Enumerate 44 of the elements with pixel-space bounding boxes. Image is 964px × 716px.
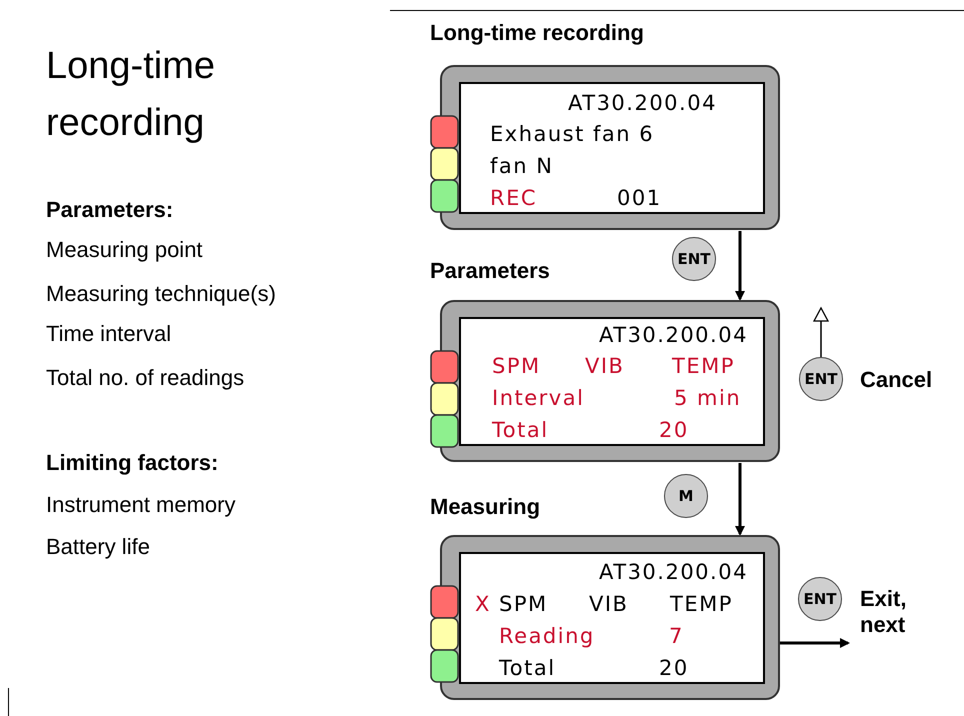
section-heading: Parameters: <box>46 197 174 223</box>
arrow <box>780 638 850 648</box>
display-text: TEMP <box>672 353 735 379</box>
list-item: Measuring technique(s) <box>46 281 276 307</box>
page-title: Long-time recording <box>46 44 216 146</box>
list-item: Battery life <box>46 534 150 560</box>
display-text: Interval <box>492 385 584 411</box>
display-text: Exhaust fan 6 <box>490 121 654 147</box>
screen-heading: Measuring <box>430 494 540 520</box>
list-item: Instrument memory <box>46 492 236 518</box>
display-text: 001 <box>617 185 662 211</box>
display-text: AT30.200.04 <box>599 559 748 585</box>
list-item: Total no. of readings <box>46 365 244 391</box>
arrow <box>735 231 745 301</box>
list-item: Measuring point <box>46 237 203 263</box>
measure-button: M <box>664 474 708 518</box>
screen-heading: Parameters <box>430 258 550 284</box>
display-text: Total <box>492 417 549 443</box>
display-text: VIB <box>585 353 624 379</box>
screen-heading: Long-time recording <box>430 20 644 46</box>
arrow <box>813 307 829 357</box>
display-text: SPM <box>492 353 541 379</box>
display-text: VIB <box>589 591 628 617</box>
display-text: 7 <box>669 623 684 649</box>
display-text: AT30.200.04 <box>599 322 748 348</box>
display-text: 5 min <box>674 385 742 411</box>
confirm-button: ENT <box>799 357 843 401</box>
display-text: 20 <box>659 417 689 443</box>
display-text: 20 <box>659 655 689 681</box>
list-item: Time interval <box>46 321 172 347</box>
confirm-button: ENT <box>798 577 842 621</box>
display-text: TEMP <box>670 591 733 617</box>
button-caption: Cancel <box>860 367 930 393</box>
button-caption: Exit, next <box>860 586 908 638</box>
display-text: Reading <box>499 623 595 649</box>
arrow <box>735 463 745 536</box>
display-text: Total <box>499 655 556 681</box>
display-text: REC <box>490 185 538 211</box>
display-text: X <box>475 591 491 617</box>
display-text: fan N <box>490 153 554 179</box>
display-text: SPM <box>499 591 548 617</box>
confirm-button: ENT <box>672 237 716 281</box>
section-heading: Limiting factors: <box>46 450 218 476</box>
display-text: AT30.200.04 <box>568 90 717 116</box>
